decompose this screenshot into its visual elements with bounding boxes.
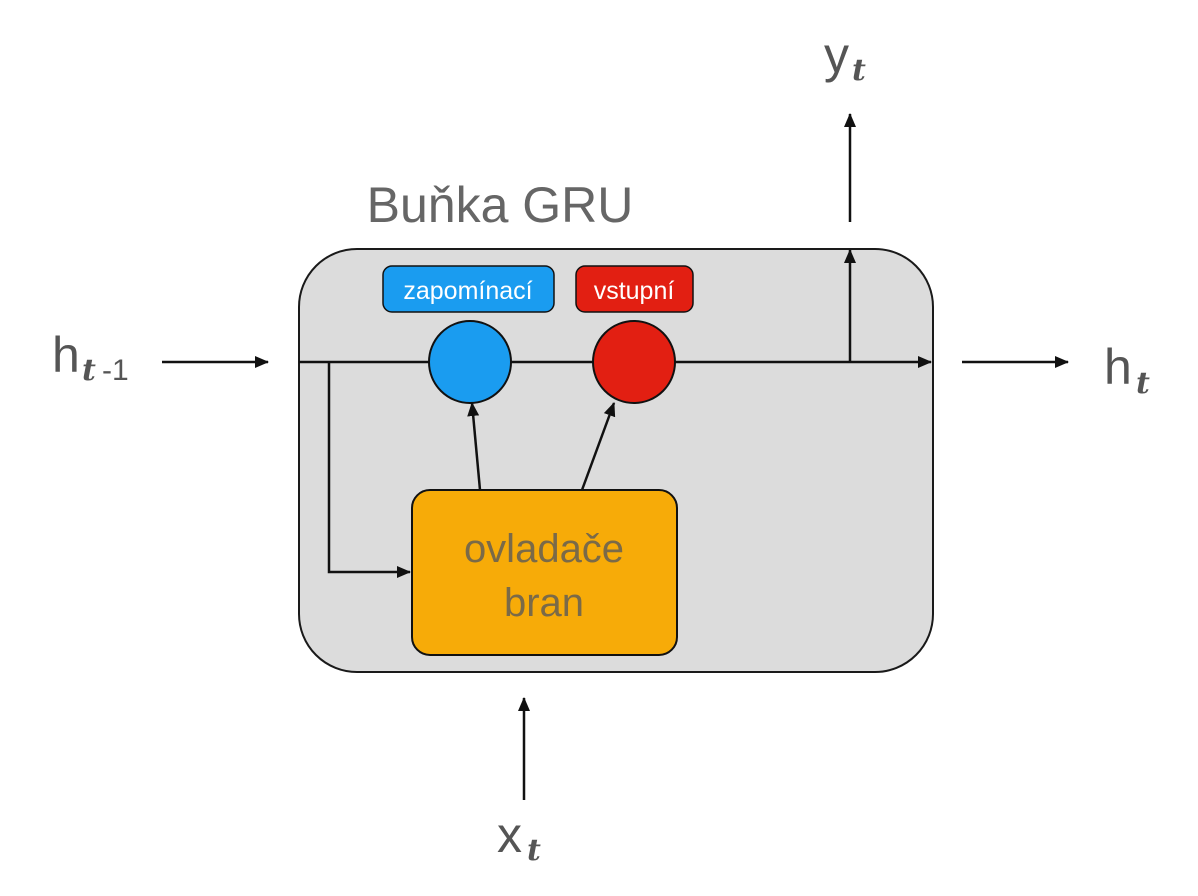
- gate-controller-line1: ovladače: [464, 527, 624, 571]
- svg-text:t: t: [1136, 366, 1150, 401]
- svg-text:t: t: [82, 353, 96, 388]
- forget-gate-circle: [428, 320, 512, 404]
- svg-text:t: t: [527, 833, 541, 868]
- y-out-label: y t: [824, 27, 866, 88]
- forget-gate-label: zapomínací: [403, 277, 532, 305]
- state-to-controller-line: [327, 362, 411, 578]
- gate-controller-box: [411, 489, 678, 656]
- input-gate-badge: [575, 265, 694, 313]
- svg-text:-1: -1: [102, 354, 129, 387]
- input-gate-label: vstupní: [594, 277, 675, 305]
- cell-title: Buňka GRU: [367, 177, 634, 233]
- svg-text:x: x: [497, 807, 522, 863]
- forget-gate-badge: [382, 265, 555, 313]
- gate-controller-line2: bran: [504, 581, 584, 625]
- svg-text:h: h: [1104, 339, 1132, 395]
- controller-to-forget-arrow: [467, 402, 482, 491]
- x-in-label: x t: [497, 807, 541, 868]
- svg-text:y: y: [824, 27, 849, 83]
- controller-to-input-arrow: [580, 402, 616, 491]
- svg-text:h: h: [52, 327, 80, 383]
- h-prev-label: h t -1: [52, 327, 129, 388]
- svg-text:t: t: [852, 53, 866, 88]
- h-next-label: h t: [1104, 339, 1150, 401]
- input-gate-circle: [592, 320, 676, 404]
